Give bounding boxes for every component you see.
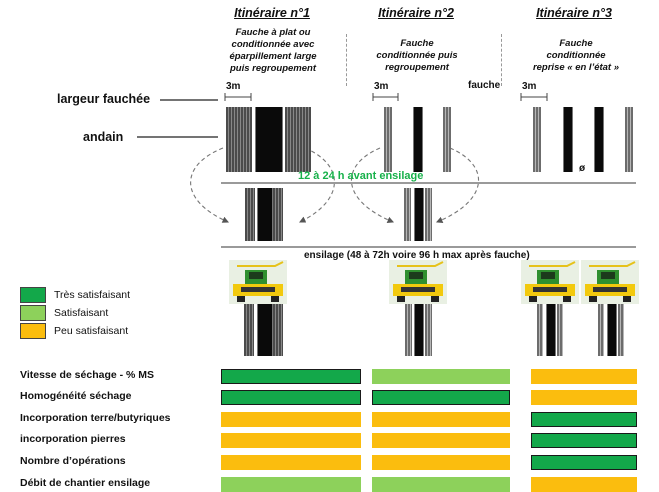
swath-narrow bbox=[425, 188, 432, 241]
rating-bar-very-good bbox=[221, 390, 361, 405]
rating-bar-poor bbox=[531, 390, 637, 405]
swath-andain bbox=[414, 304, 424, 356]
rating-bar-very-good bbox=[372, 390, 510, 405]
rating-bar-poor bbox=[372, 433, 510, 448]
swath-andain bbox=[563, 107, 573, 172]
rating-bar-good bbox=[221, 477, 361, 492]
regroup-arrow-left bbox=[190, 147, 230, 223]
legend-item: Peu satisfaisant bbox=[20, 322, 130, 340]
swath-narrow bbox=[533, 107, 541, 172]
swath-narrow bbox=[537, 304, 543, 356]
label-andain: andain bbox=[83, 130, 124, 144]
column-separator bbox=[346, 34, 347, 86]
itinerary-2-desc-line: conditionnée puis bbox=[376, 50, 458, 61]
rating-bar-very-good bbox=[531, 433, 637, 448]
swath-spread bbox=[244, 304, 254, 356]
itinerary-1-title: Itinéraire n°1 bbox=[234, 6, 310, 20]
rating-bar-poor bbox=[531, 369, 637, 384]
swath-spread bbox=[285, 107, 311, 172]
rating-bar-poor bbox=[221, 433, 361, 448]
rating-bar-very-good bbox=[531, 412, 637, 427]
itinerary-1-description: Fauche à plat ou conditionnée avec éparp… bbox=[208, 27, 338, 75]
criterion-label: Nombre d’opérations bbox=[20, 455, 126, 467]
regroup-arrow-right bbox=[299, 147, 335, 223]
itinerary-2-title: Itinéraire n°2 bbox=[378, 6, 454, 20]
itinerary-3-desc-line: reprise « en l’état » bbox=[532, 62, 620, 73]
legend: Très satisfaisant Satisfaisant Peu satis… bbox=[20, 286, 130, 340]
swath-andain bbox=[594, 107, 604, 172]
rating-bar-good bbox=[372, 369, 510, 384]
legend-label: Satisfaisant bbox=[54, 307, 109, 319]
legend-swatch-very-good bbox=[20, 287, 46, 303]
column-separator bbox=[501, 34, 502, 86]
swath-andain bbox=[546, 304, 556, 356]
width-3m-label: 3m bbox=[226, 81, 241, 92]
swath-spread bbox=[245, 188, 255, 241]
width-3m-label: 3m bbox=[522, 81, 537, 92]
swath-narrow bbox=[384, 107, 392, 172]
forage-harvester-icon bbox=[581, 260, 639, 304]
legend-label: Très satisfaisant bbox=[54, 289, 131, 301]
width-3m-label: 3m bbox=[374, 81, 389, 92]
criterion-label: Débit de chantier ensilage bbox=[20, 477, 151, 489]
rating-bar-poor bbox=[531, 477, 637, 492]
criterion-label: Vitesse de séchage - % MS bbox=[20, 369, 155, 381]
swath-narrow bbox=[618, 304, 624, 356]
rating-bar-poor bbox=[372, 455, 510, 470]
itinerary-2-desc-line: regroupement bbox=[385, 62, 449, 73]
swath-andain bbox=[414, 188, 424, 241]
rating-bar-very-good bbox=[221, 369, 361, 384]
itinerary-2-desc-line: Fauche bbox=[400, 38, 434, 49]
rating-bar-good bbox=[372, 477, 510, 492]
swath-narrow bbox=[598, 304, 604, 356]
ensilage-label: ensilage (48 à 72h voire 96 h max après … bbox=[304, 250, 530, 261]
itinerary-1-desc-line: puis regroupement bbox=[229, 63, 317, 74]
swath-spread bbox=[273, 304, 283, 356]
swath-spread bbox=[273, 188, 283, 241]
itinerary-1-desc-line: conditionnée avec bbox=[231, 39, 315, 50]
itinerary-1-desc-line: éparpillement large bbox=[229, 51, 317, 62]
itinerary-3-desc-line: conditionnée bbox=[546, 50, 606, 61]
empty-symbol: ø bbox=[579, 163, 586, 174]
swath-narrow bbox=[625, 107, 633, 172]
rating-bar-poor bbox=[372, 412, 510, 427]
itinerary-3-desc-line: Fauche bbox=[559, 38, 593, 49]
criterion-label: Homogénéité séchage bbox=[20, 390, 132, 402]
separator-line bbox=[221, 182, 636, 184]
itinerary-2-description: Fauche conditionnée puis regroupement bbox=[352, 38, 482, 74]
swath-andain bbox=[607, 304, 617, 356]
rating-bar-poor bbox=[221, 455, 361, 470]
forage-harvester-icon bbox=[521, 260, 579, 304]
itinerary-3-title: Itinéraire n°3 bbox=[536, 6, 612, 20]
legend-item: Satisfaisant bbox=[20, 304, 130, 322]
criterion-label: incorporation pierres bbox=[20, 433, 126, 445]
rating-bar-poor bbox=[221, 412, 361, 427]
separator-line bbox=[221, 246, 636, 248]
swath-narrow bbox=[443, 107, 451, 172]
swath-narrow bbox=[405, 304, 412, 356]
forage-harvester-icon bbox=[229, 260, 287, 304]
swath-spread bbox=[226, 107, 252, 172]
itinerary-1-desc-line: Fauche à plat ou bbox=[235, 27, 311, 38]
swath-andain bbox=[257, 304, 273, 356]
swath-narrow bbox=[425, 304, 432, 356]
swath-narrow bbox=[404, 188, 411, 241]
criterion-label: Incorporation terre/butyriques bbox=[20, 412, 171, 424]
legend-swatch-poor bbox=[20, 323, 46, 339]
swath-narrow bbox=[557, 304, 563, 356]
rating-bar-very-good bbox=[531, 455, 637, 470]
delay-label: 12 à 24 h avant ensilage bbox=[298, 170, 424, 182]
legend-label: Peu satisfaisant bbox=[54, 325, 129, 337]
swath-andain bbox=[255, 107, 283, 172]
swath-andain bbox=[257, 188, 273, 241]
legend-item: Très satisfaisant bbox=[20, 286, 130, 304]
swath-andain bbox=[413, 107, 423, 172]
label-largeur-fauchee: largeur fauchée bbox=[57, 92, 151, 106]
forage-harvester-icon bbox=[389, 260, 447, 304]
fauche-label: fauche bbox=[468, 80, 501, 91]
itinerary-3-description: Fauche conditionnée reprise « en l’état … bbox=[506, 38, 646, 74]
legend-swatch-good bbox=[20, 305, 46, 321]
